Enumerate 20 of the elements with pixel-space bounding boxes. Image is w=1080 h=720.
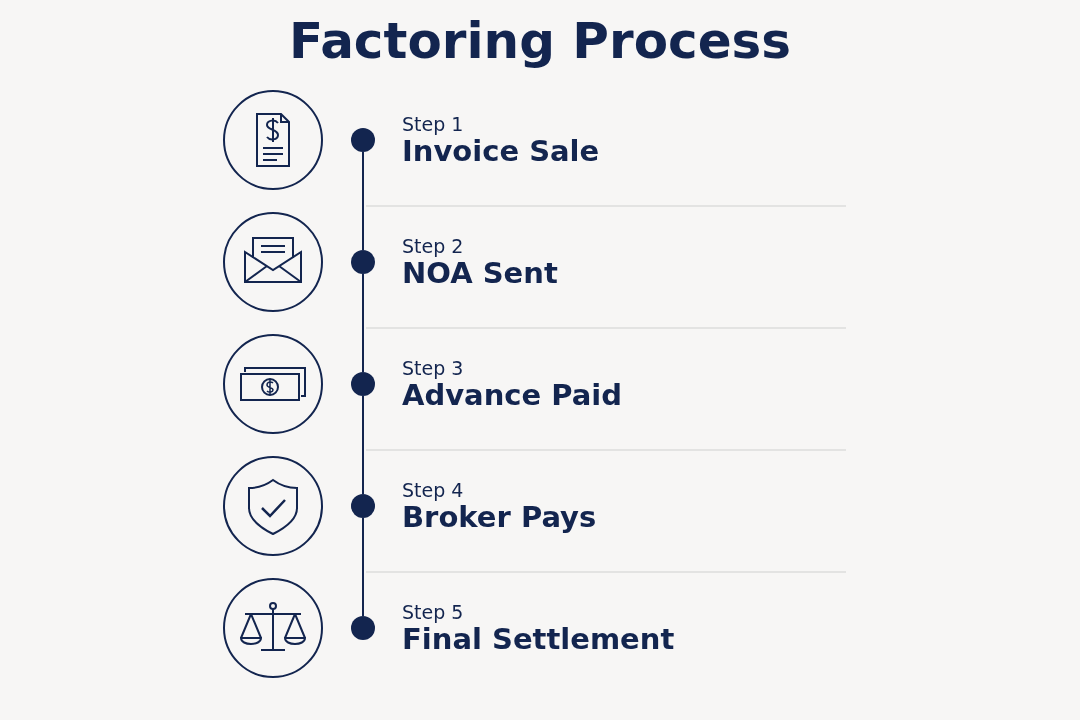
step-title: Broker Pays — [402, 500, 597, 534]
timeline-line — [362, 517, 364, 617]
timeline-line — [362, 395, 364, 495]
diagram-title: Factoring Process — [288, 12, 792, 70]
step-number: Step 3 — [402, 357, 464, 379]
timeline-line — [362, 273, 364, 373]
timeline-dot — [351, 128, 375, 152]
step-number: Step 2 — [402, 235, 464, 257]
timeline-line — [362, 151, 364, 251]
step-number: Step 4 — [402, 479, 464, 501]
step-number: Step 1 — [402, 113, 464, 135]
timeline-dot — [351, 494, 375, 518]
step-number: Step 5 — [402, 601, 464, 623]
timeline-dot — [351, 250, 375, 274]
step-title: Invoice Sale — [402, 134, 600, 168]
timeline-dot — [351, 616, 375, 640]
timeline-dot — [351, 372, 375, 396]
step-title: NOA Sent — [402, 256, 558, 290]
step-title: Final Settlement — [402, 622, 675, 656]
step-title: Advance Paid — [402, 378, 623, 412]
